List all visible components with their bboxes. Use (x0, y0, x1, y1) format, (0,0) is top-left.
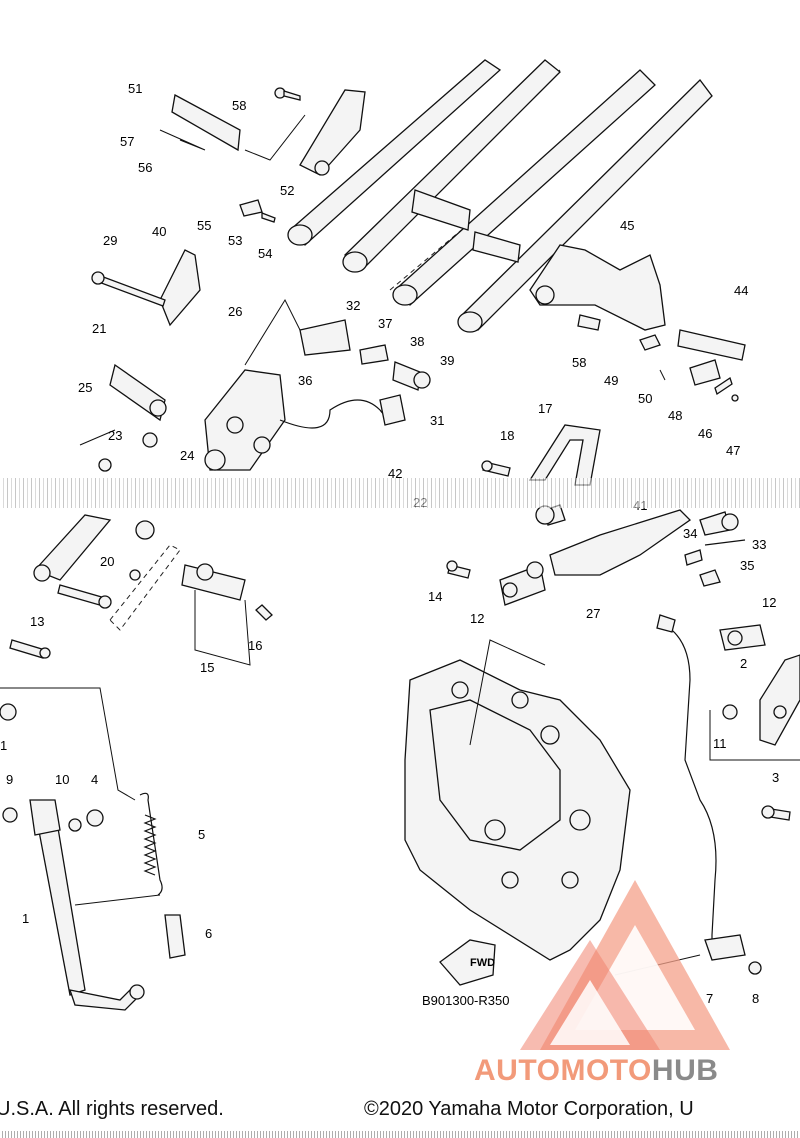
callout-16: 16 (248, 638, 262, 653)
callout-5: 5 (198, 827, 205, 842)
callout-38: 38 (410, 334, 424, 349)
callout-50: 50 (638, 391, 652, 406)
front-footrest (79, 363, 167, 472)
callout-39: 39 (440, 353, 454, 368)
callout-48: 48 (668, 408, 682, 423)
callout-40: 40 (152, 224, 166, 239)
callout-35: 35 (740, 558, 754, 573)
rear-footrest (159, 87, 366, 223)
callout-8: 8 (752, 991, 759, 1006)
callout-49: 49 (604, 373, 618, 388)
callout-58b: 58 (572, 355, 586, 370)
callout-1b: 1 (22, 911, 29, 926)
scan-noise-band (0, 478, 800, 508)
callout-3: 3 (772, 770, 779, 785)
callout-57: 57 (120, 134, 134, 149)
callout-51: 51 (128, 81, 142, 96)
callout-7: 7 (706, 991, 713, 1006)
callout-2: 2 (740, 656, 747, 671)
copyright-right: ©2020 Yamaha Motor Corporation, U (364, 1098, 694, 1120)
callout-20: 20 (100, 554, 114, 569)
copyright-left: U.S.A. All rights reserved. (0, 1098, 224, 1120)
callout-10: 10 (55, 772, 69, 787)
callout-11: 11 (713, 736, 727, 751)
callout-24: 24 (180, 448, 194, 463)
bracket-26 (204, 298, 431, 471)
callout-33: 33 (752, 537, 766, 552)
watermark-text-a: AUTOMOTO (474, 1054, 652, 1087)
callout-54: 54 (258, 246, 272, 261)
callout-29: 29 (103, 233, 117, 248)
bracket-right (709, 624, 800, 821)
callout-17: 17 (538, 401, 552, 416)
callout-9: 9 (6, 772, 13, 787)
fwd-label: FWD (470, 957, 495, 969)
rear-footrest-right (529, 244, 746, 402)
callout-32: 32 (346, 298, 360, 313)
callout-53: 53 (228, 233, 242, 248)
callout-56: 56 (138, 160, 152, 175)
frame-casting (404, 639, 631, 961)
watermark-text-b: HUB (651, 1054, 719, 1087)
callout-labels: 51 58 57 56 52 55 53 54 29 40 26 32 37 3… (0, 81, 779, 1006)
callout-13: 13 (30, 614, 44, 629)
callout-12: 12 (470, 611, 484, 626)
brake-pedal (446, 504, 746, 606)
callout-21: 21 (92, 321, 106, 336)
shift-linkage-left (9, 514, 273, 666)
fwd-arrow: FWD (439, 939, 496, 986)
frame-rails (287, 59, 713, 333)
sidestand-switch (614, 614, 762, 976)
callout-1: 1 (0, 738, 7, 753)
callout-6: 6 (205, 926, 212, 941)
callout-12b: 12 (762, 595, 776, 610)
callout-34: 34 (683, 526, 697, 541)
callout-18: 18 (500, 428, 514, 443)
callout-27: 27 (586, 606, 600, 621)
callout-25: 25 (78, 380, 92, 395)
watermark-text: AUTOMOTOHUB (474, 1054, 718, 1088)
callout-4: 4 (91, 772, 98, 787)
callout-42: 42 (388, 466, 402, 481)
callout-31: 31 (430, 413, 444, 428)
watermark-logo (520, 880, 730, 1050)
callout-45: 45 (620, 218, 634, 233)
callout-37: 37 (378, 316, 392, 331)
callout-52: 52 (280, 183, 294, 198)
callout-44: 44 (734, 283, 748, 298)
diagram-code: B901300-R350 (422, 993, 509, 1008)
callout-15: 15 (200, 660, 214, 675)
side-stand (0, 687, 186, 1011)
callout-47: 47 (726, 443, 740, 458)
callout-23: 23 (108, 428, 122, 443)
bracket-40 (91, 249, 201, 327)
callout-36: 36 (298, 373, 312, 388)
callout-46: 46 (698, 426, 712, 441)
callout-26: 26 (228, 304, 242, 319)
callout-58: 58 (232, 98, 246, 113)
bottom-noise-band (0, 1131, 800, 1138)
callout-14: 14 (428, 589, 442, 604)
callout-55: 55 (197, 218, 211, 233)
